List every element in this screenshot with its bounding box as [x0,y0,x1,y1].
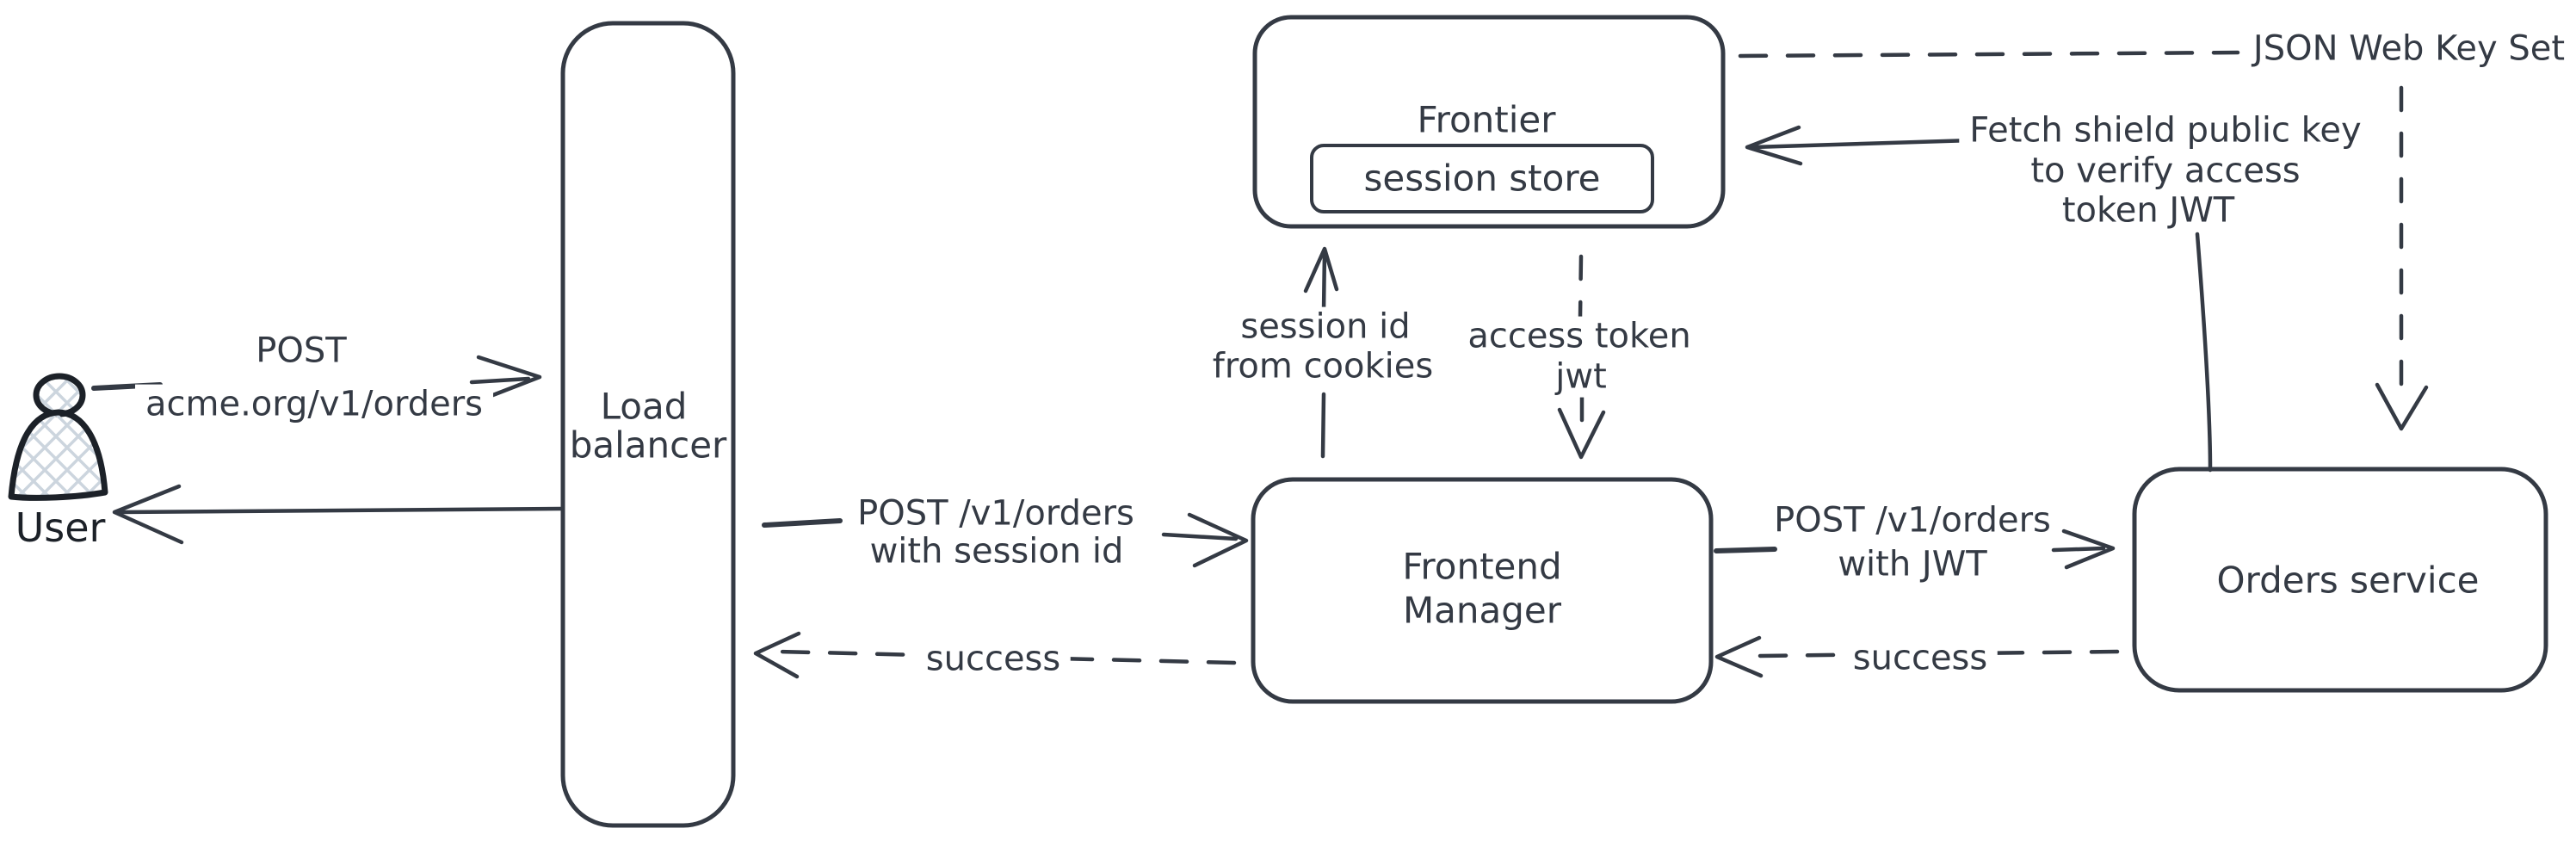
arrow-frontier-to-fm [1557,254,1606,460]
arrow-shaft [1753,649,2120,658]
edge-fm-to-lb-success-label: success [915,639,1072,680]
jwks-connector [1738,50,2429,431]
orders-service-label: Orders service [2216,559,2480,602]
arrow-shaft [1750,138,1975,150]
arrowhead-left-icon [112,484,184,545]
arrowhead-up-icon [1303,246,1339,294]
edge-user-to-lb-label-line2: acme.org/v1/orders [135,384,493,425]
arrowhead-down-icon [1557,407,1606,460]
user-icon [8,373,108,501]
user-body [8,409,108,501]
edge-user-to-lb-label-line1: POST [245,331,357,372]
frontend-manager-label-line2: Manager [1402,589,1562,632]
arrowhead-left-icon [1745,125,1803,166]
arrow-shaft [1161,532,1239,541]
load-balancer-label-line2: balancer [569,424,727,467]
edge-lb-to-fm-label-line2: with session id [859,531,1134,572]
arrow-shaft [1714,547,1777,553]
arrow-shaft [777,649,1237,665]
arrow-lb-to-fm [762,512,1249,568]
edge-fm-to-orders-label-line1: POST /v1/orders [1764,500,2061,541]
jwks-label: JSON Web Key Set [2242,28,2576,70]
edge-access-token-label-line2: jwt [1545,356,1617,398]
arrow-fm-to-lb-success [753,631,1237,679]
edge-fetch-key-label-line1: Fetch shield public key [1959,110,2372,151]
load-balancer-box [560,21,736,828]
edge-fetch-key-label-line2: to verify access [2020,151,2311,192]
edge-fetch-key-label-line3: token JWT [2051,190,2246,232]
arrowhead-right-icon [2061,529,2116,570]
arrow-shaft [1578,254,1584,319]
edge-session-id-label-line1: session id [1230,306,1421,348]
arrow-curve [2195,232,2213,473]
arrow-shaft [1321,249,1327,314]
edge-access-token-label-line1: access token [1457,316,1702,357]
arrowhead-left-icon [753,631,801,679]
arrow-shaft [469,376,531,385]
arrow-orders-to-frontier [1745,125,2213,473]
edge-fm-to-orders-label-line2: with JWT [1827,544,1998,585]
user-label: User [15,504,106,552]
arrow-fm-to-frontier [1303,246,1339,459]
orders-service-box [2132,467,2548,693]
arrow-shaft [2051,546,2106,553]
arrow-shaft [118,506,563,515]
user-head [33,373,86,417]
frontend-manager-label-line1: Frontend [1402,545,1562,588]
arrowhead-right-icon [476,355,542,400]
edge-session-id-label-line2: from cookies [1202,346,1444,387]
edge-lb-to-fm-label-line1: POST /v1/orders [847,493,1145,535]
arrow-shaft [1320,392,1326,459]
session-store-box [1310,144,1654,213]
session-store-label: session store [1363,157,1601,200]
arrow-shaft [762,518,843,528]
frontier-title: Frontier [1417,98,1556,141]
arrowhead-left-icon [1714,635,1764,678]
load-balancer-label-line1: Load [600,385,688,428]
jwks-horizontal-dash [1738,50,2240,59]
arrowhead-right-icon [1187,512,1249,568]
arrow-orders-to-fm-success [1714,635,2120,678]
arrowhead-down-icon [2375,382,2429,431]
arrow-fm-to-orders [1714,529,2116,570]
edge-orders-to-fm-success-label: success [1842,638,1998,679]
frontend-manager-box [1251,477,1714,704]
arrow-lb-to-user [112,484,563,545]
